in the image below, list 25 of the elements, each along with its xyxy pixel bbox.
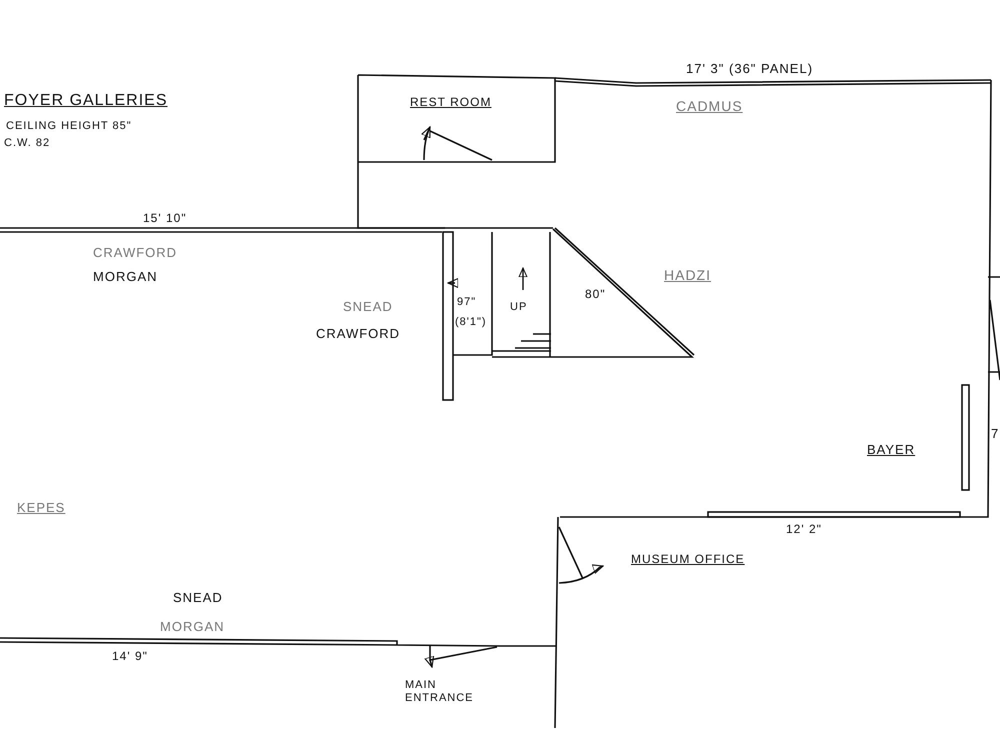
wall-label: MORGAN bbox=[93, 270, 158, 285]
dimension-text: 7 bbox=[991, 427, 1000, 442]
wall-label: KEPES bbox=[17, 501, 66, 516]
wall-label: SNEAD bbox=[343, 300, 393, 315]
dimension-text: 17' 3" (36" PANEL) bbox=[686, 62, 814, 77]
entrance-label: MAIN ENTRANCE bbox=[405, 679, 475, 704]
dimension-text: 15' 10" bbox=[143, 212, 187, 226]
plan-title: FOYER GALLERIES bbox=[4, 92, 168, 110]
wall-label: CRAWFORD bbox=[93, 246, 178, 261]
room-label: MUSEUM OFFICE bbox=[631, 553, 745, 567]
wall-label: BAYER bbox=[867, 443, 916, 458]
dimension-text: (8'1") bbox=[455, 316, 487, 329]
wall-label: MORGAN bbox=[160, 620, 224, 635]
dimension-text: 80" bbox=[585, 288, 606, 302]
wall-label: CRAWFORD bbox=[316, 327, 400, 342]
note-text: CEILING HEIGHT 85" bbox=[6, 120, 132, 133]
room-label: REST ROOM bbox=[410, 96, 492, 110]
dimension-text: 14' 9" bbox=[112, 650, 148, 664]
wall-label: HADZI bbox=[664, 267, 711, 284]
wall-label: SNEAD bbox=[173, 591, 223, 606]
note-text: C.W. 82 bbox=[4, 137, 50, 150]
dimension-text: 97" bbox=[457, 296, 476, 309]
dimension-text: 12' 2" bbox=[786, 523, 822, 537]
stair-label: UP bbox=[510, 301, 528, 314]
wall-label: CADMUS bbox=[676, 98, 743, 114]
